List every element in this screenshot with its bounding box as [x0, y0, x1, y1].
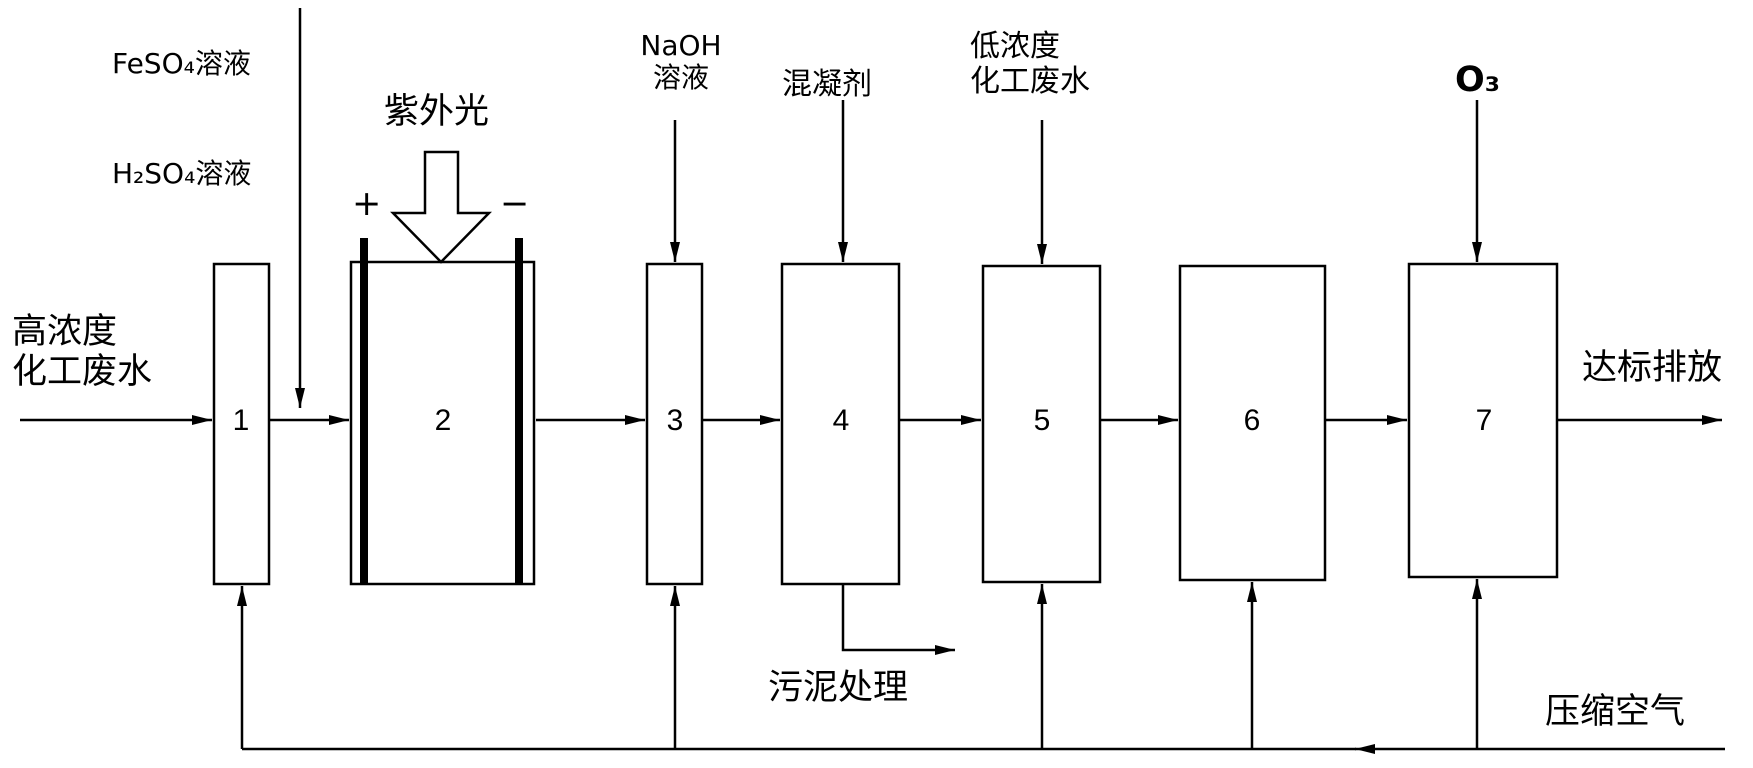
- unit-1-number: 1: [232, 404, 250, 437]
- sludge-line: [841, 584, 955, 655]
- low-conc-wastewater-label: 低浓度 化工废水: [970, 29, 1090, 99]
- unit-5-number: 5: [1033, 404, 1051, 437]
- uv-light-label: 紫外光: [384, 92, 490, 132]
- high-conc-wastewater-label: 高浓度 化工废水: [12, 312, 152, 393]
- low-conc-line-1: 低浓度: [970, 29, 1060, 64]
- compressed-air-label: 压缩空气: [1545, 692, 1686, 732]
- naoh-line-2: 溶液: [652, 61, 709, 95]
- high-conc-line-2: 化工废水: [12, 352, 153, 393]
- unit-2-number: 2: [434, 404, 452, 437]
- naoh-line-1: NaOH: [640, 29, 722, 62]
- unit-7-box: [1407, 262, 1559, 579]
- o3-label: O₃: [1455, 60, 1501, 100]
- unit-4-box: [780, 262, 901, 586]
- h2so4-label: H₂SO₄溶液: [112, 157, 252, 190]
- unit-6-box: [1178, 264, 1327, 582]
- coagulant-label: 混凝剂: [782, 67, 872, 102]
- unit-1-box: [212, 262, 271, 586]
- low-conc-line-2: 化工废水: [970, 63, 1090, 99]
- sludge-label: 污泥处理: [768, 668, 909, 708]
- plus-sign: +: [352, 184, 382, 224]
- unit-3-number: 3: [666, 404, 684, 437]
- uv-arrow: [390, 150, 492, 264]
- unit-3-box: [645, 262, 704, 586]
- unit-7-number: 7: [1475, 404, 1493, 437]
- feso4-label: FeSO₄溶液: [112, 47, 251, 80]
- cathode-electrode: [515, 238, 523, 584]
- unit-5-box: [981, 264, 1102, 584]
- naoh-label: NaOH 溶液: [636, 29, 726, 95]
- unit-4-number: 4: [832, 404, 850, 437]
- discharge-label: 达标排放: [1582, 348, 1723, 388]
- high-conc-line-1: 高浓度: [12, 312, 118, 352]
- anode-electrode: [360, 238, 368, 584]
- unit-6-number: 6: [1243, 404, 1261, 437]
- minus-sign: −: [500, 184, 530, 224]
